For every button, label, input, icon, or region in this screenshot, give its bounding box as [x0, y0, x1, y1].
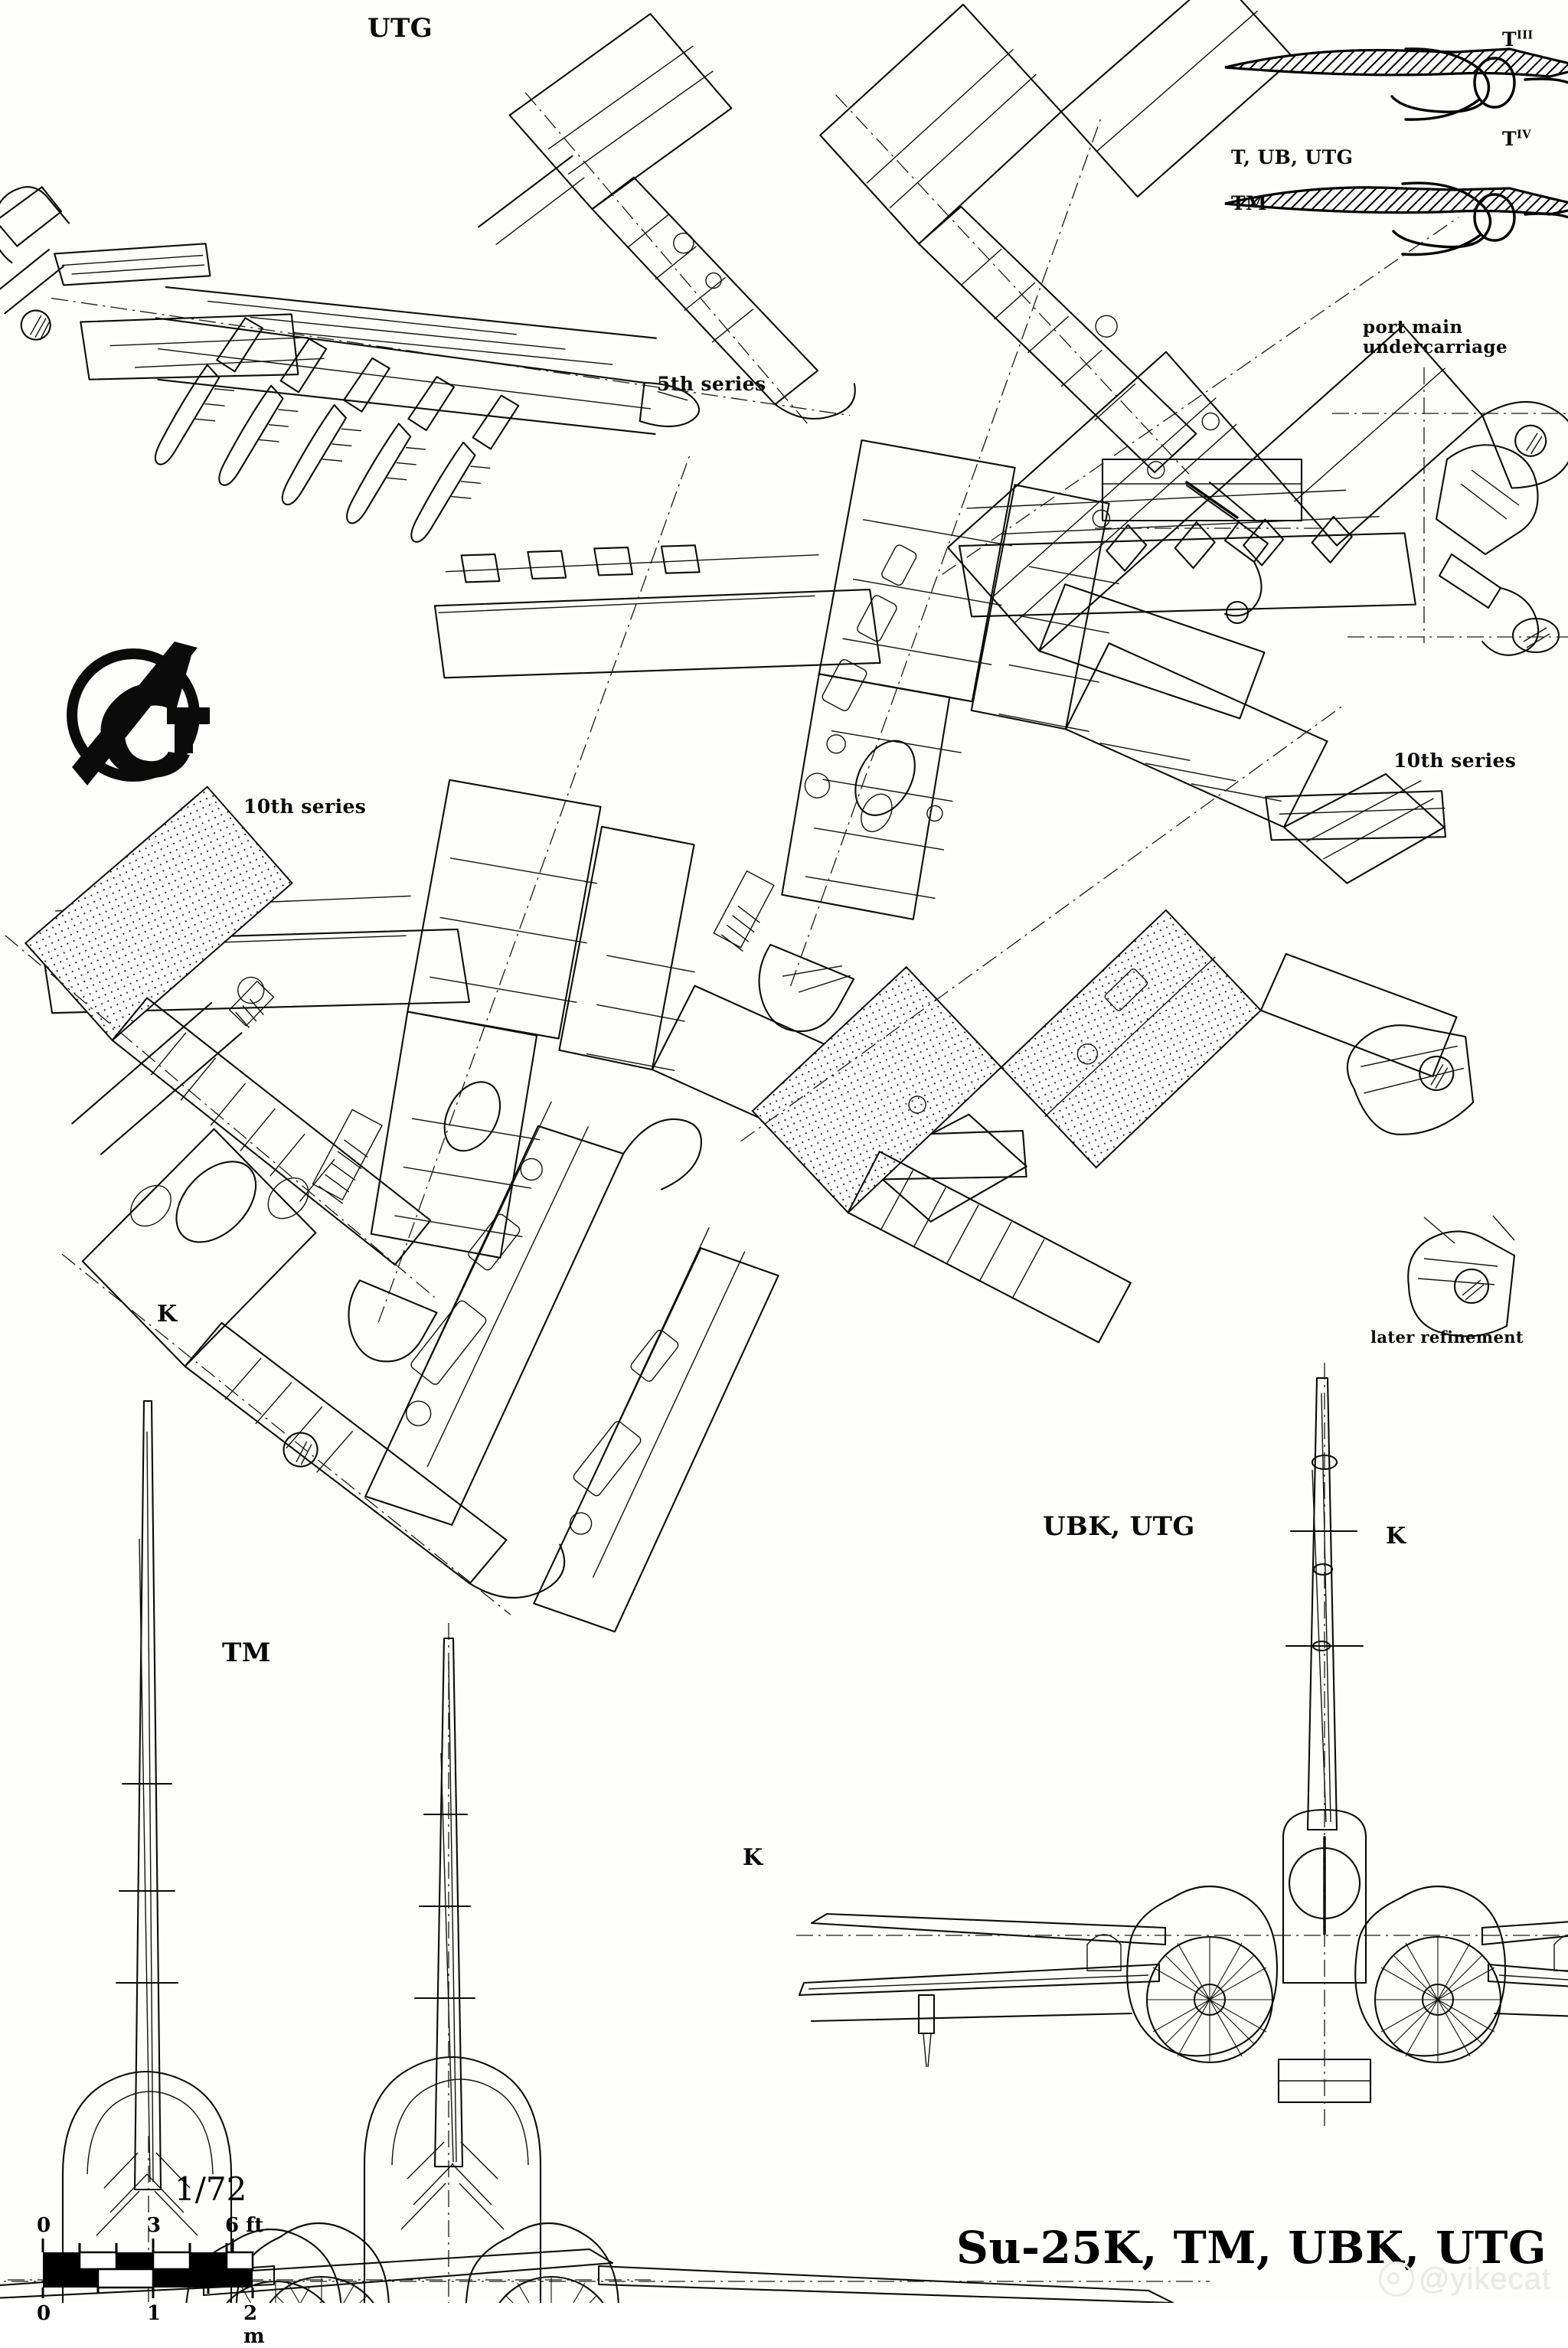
label-5th-series: 5th series [657, 373, 766, 395]
wing-section-t4 [1225, 183, 1568, 254]
inset-lower-right-wing [678, 706, 1539, 1442]
label-section-t3-caption: T, UB, UTG [1231, 146, 1354, 168]
frontview-tm [8, 1401, 651, 2303]
inset-10th-series-right [890, 207, 1568, 802]
label-ubk-utg: UBK, UTG [1043, 1511, 1195, 1542]
rearview-k-right [796, 1363, 1568, 2128]
inset-port-undercarriage-left [1095, 459, 1325, 623]
inset-port-undercarriage-right [1332, 367, 1568, 655]
label-10th-series-right: 10th series [1393, 749, 1517, 772]
watermark-cat-icon [1378, 2261, 1414, 2297]
label-section-t4-caption: TM [1231, 192, 1268, 214]
scale-metric-1: 1 [147, 2302, 162, 2325]
label-10th-series-left: 10th series [243, 795, 367, 818]
label-k-right: K [1386, 1523, 1406, 1550]
label-k-left: K [157, 1301, 178, 1327]
watermark: @yikecat [1378, 2261, 1551, 2297]
section-t4-roman: IV [1517, 128, 1531, 142]
scale-metric-2: 2 m [243, 2302, 265, 2348]
label-port-main-undercarriage: port main undercarriage [1363, 318, 1508, 358]
scale-metric-0: 0 [37, 2302, 51, 2325]
label-utg: UTG [368, 13, 433, 44]
port-undercarriage-line1: port main [1363, 317, 1463, 338]
diagonal-fuselage-detail-a [289, 1047, 737, 1550]
sukhoi-logo [72, 642, 210, 785]
scale-bar: 0 3 6 ft [37, 2214, 270, 2348]
label-section-t3: TIII [1502, 29, 1534, 51]
section-t3-code: T [1502, 28, 1517, 51]
section-t3-roman: III [1517, 28, 1534, 42]
scale-ratio-label: 1/72 [175, 2170, 247, 2208]
inset-later-refinement [1408, 1216, 1514, 1336]
sheet-title: Su-25K, TM, UBK, UTG [956, 2222, 1547, 2274]
label-section-t4: TIV [1502, 129, 1531, 150]
scale-imperial-6: 6 ft [225, 2214, 264, 2237]
inset-tail-pod-right [1337, 1002, 1491, 1150]
label-tm-front: TM [222, 1638, 271, 1668]
diagonal-fuselage-detail-b [460, 1224, 849, 1654]
label-k-center: K [743, 1844, 763, 1871]
inset-10th-series-left [0, 771, 469, 1403]
scale-bar-graphic [41, 2239, 254, 2298]
watermark-handle: @yikecat [1418, 2261, 1551, 2296]
scale-imperial-0: 0 [37, 2214, 51, 2237]
wing-section-t3 [1225, 49, 1568, 119]
label-later-refinement: later refinement [1370, 1327, 1524, 1347]
inset-lower-fuselage-K [42, 1073, 578, 1722]
inset-upper-right-structure [795, 0, 1431, 555]
section-t4-code: T [1502, 128, 1517, 150]
scale-imperial-3: 3 [147, 2214, 162, 2237]
planview-upper-utg [0, 0, 850, 736]
inset-5th-series [429, 0, 862, 512]
port-undercarriage-line2: undercarriage [1363, 336, 1508, 358]
